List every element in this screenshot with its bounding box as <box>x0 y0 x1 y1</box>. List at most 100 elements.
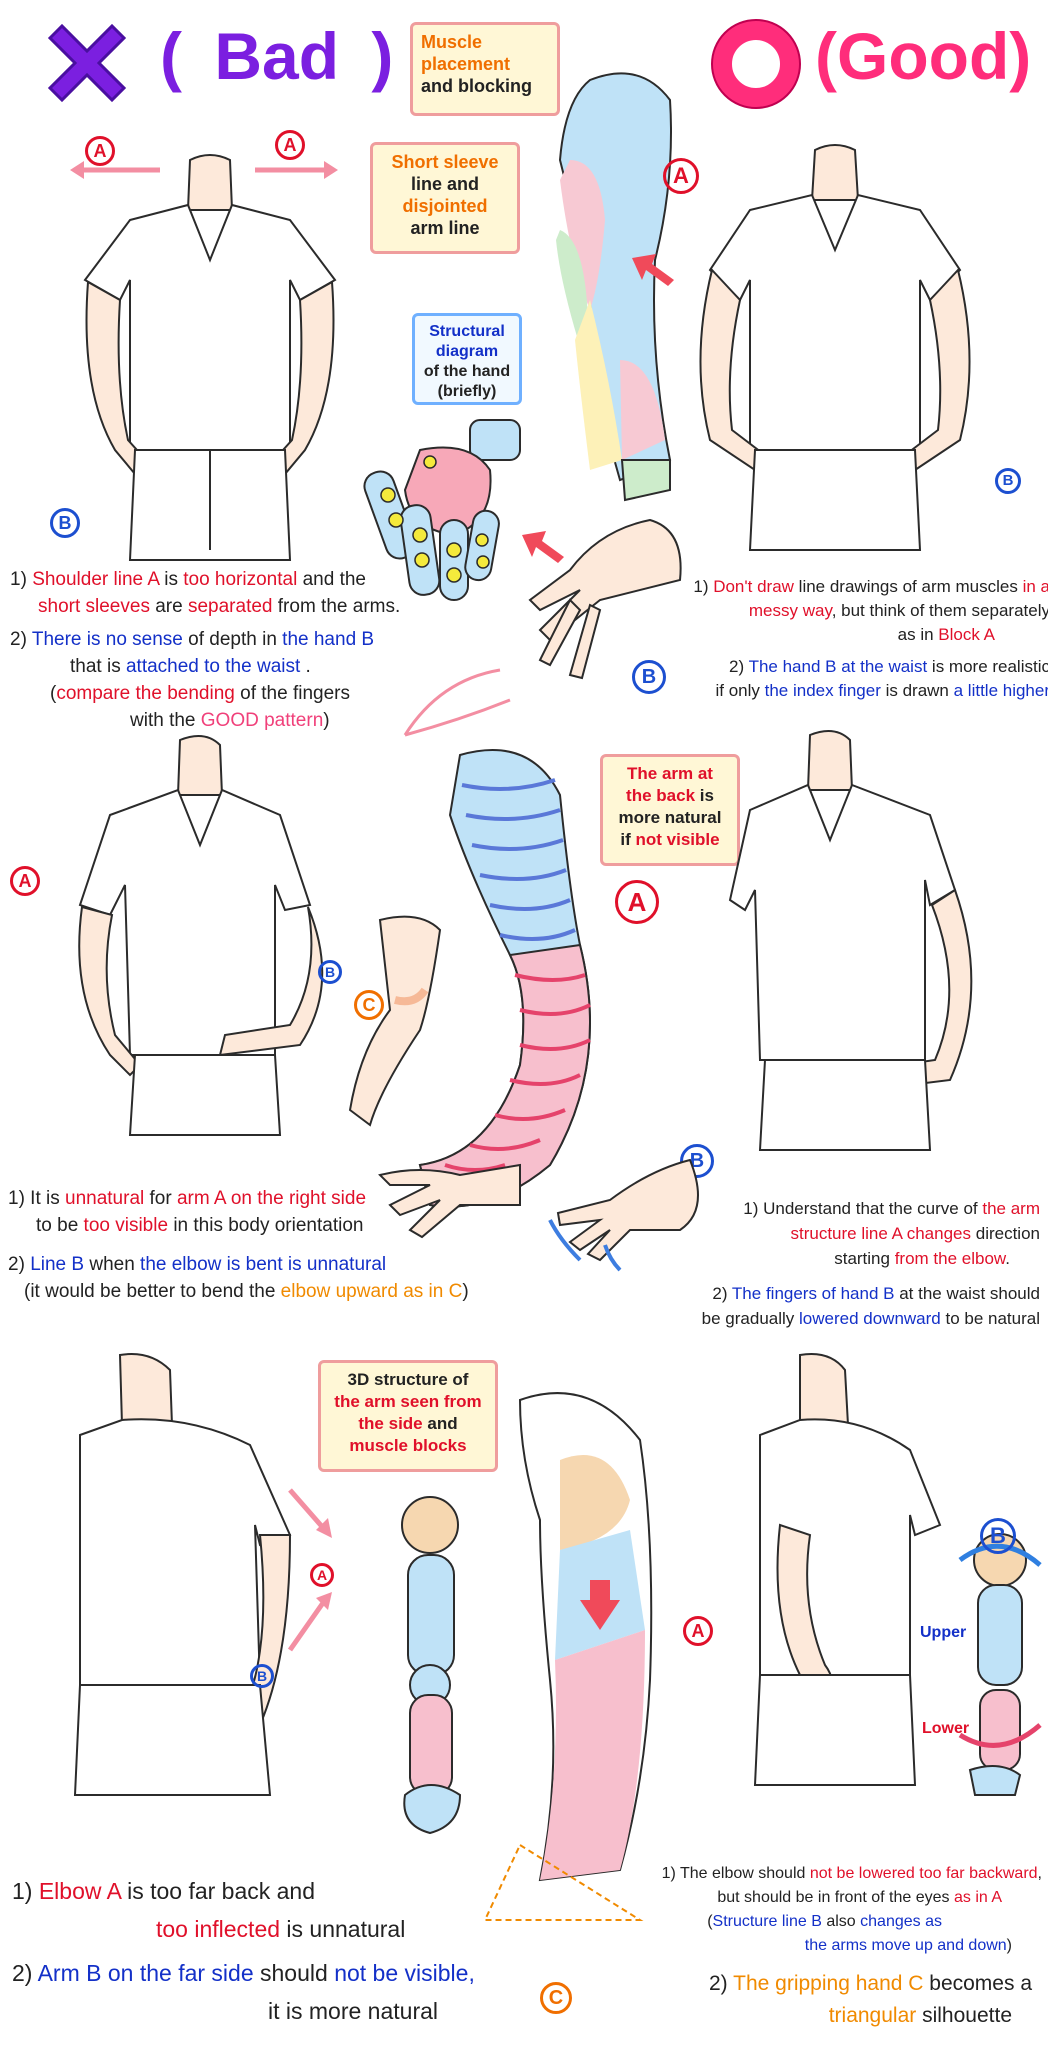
elbow-arrows-row3 <box>287 1488 332 1652</box>
bad-hand-fingers-sketch <box>378 1163 521 1239</box>
row2-bad-note2b: (it would be better to bend the elbow up… <box>24 1281 469 1302</box>
bad-paren-open: ( <box>160 19 182 93</box>
row2-good-notes: 1) Understand that the curve of the arm … <box>680 1196 1040 1331</box>
callout-3d-line3: the side and <box>358 1414 458 1433</box>
upper-label: Upper <box>920 1624 967 1641</box>
bad-cross-icon <box>47 23 127 103</box>
callout-back-line1: The arm at <box>627 764 713 783</box>
callout-hand-line3: of the hand <box>423 363 511 380</box>
label-b-badge-bad-row1: B <box>50 508 80 538</box>
shoulder-line-arrows <box>70 161 338 179</box>
good-paren-close: ) <box>1009 19 1032 93</box>
label-c-badge-row3: C <box>540 1982 572 2014</box>
row3-bad-note1b: too inflected is unnatural <box>156 1916 406 1942</box>
callout-hand-line2: diagram <box>435 343 499 360</box>
row2-bad-note2: 2) Line B when the elbow is bent is unna… <box>8 1254 387 1275</box>
row3-good-note2: 2) The gripping hand C becomes a <box>709 1972 1032 1995</box>
row1-bad-note1: 1) Shoulder line A is too horizontal and… <box>10 569 366 590</box>
row3-good-note2b: triangular silhouette <box>828 2004 1012 2027</box>
callout-back-line4: if not visible <box>620 830 720 849</box>
row3-good-notes: 1) The elbow should not be lowered too f… <box>620 1862 1042 2032</box>
bad-torso-front-illustration <box>83 154 337 561</box>
callout-muscle-line3: and blocking <box>421 76 533 96</box>
label-a-badge-good-row3: A <box>683 1616 713 1646</box>
callout-muscle-placement: Muscle placement and blocking <box>410 22 560 116</box>
label-b-badge-good-row3: B <box>980 1518 1016 1554</box>
label-b-badge-bad-row3: B <box>250 1664 274 1688</box>
callout-sleeve-line3: disjointed <box>402 196 488 216</box>
callout-back-arm: The arm at the back is more natural if n… <box>600 754 740 866</box>
good-hand-fingers-sketch <box>548 1158 699 1272</box>
callout-3d-line1: 3D structure of <box>347 1370 469 1389</box>
hand-arrow <box>522 531 564 563</box>
row2-bad-note1: 1) It is unnatural for arm A on the righ… <box>8 1188 367 1209</box>
good-circle-icon <box>711 19 801 109</box>
row1-good-note2b: if only the index finger is drawn a litt… <box>715 681 1048 700</box>
label-b-badge-good-row1: B <box>995 468 1021 494</box>
row2-good-note1: 1) Understand that the curve of the arm <box>743 1199 1040 1218</box>
callout-sleeve-line2: line and <box>410 174 479 194</box>
arm-muscle-block-diagram <box>556 72 672 502</box>
label-a-badge-structure: A <box>615 880 659 924</box>
row2-good-note1b: structure line A changes direction <box>790 1224 1041 1243</box>
row3-bad-note2: 2) Arm B on the far side should not be v… <box>12 1960 475 1986</box>
label-a-badge-bad-row2: A <box>10 866 40 896</box>
row3-good-note1d: the arms move up and down) <box>804 1937 1012 1954</box>
bad-paren-close: ) <box>371 19 394 93</box>
waist-hand-sketch <box>528 518 682 680</box>
row3-bad-note1: 1) Elbow A is too far back and <box>12 1878 316 1904</box>
callout-back-line2: the back is <box>626 786 714 805</box>
compare-arrows <box>403 668 511 737</box>
callout-muscle-line1: Muscle <box>421 32 483 52</box>
callout-3d-structure: 3D structure of the arm seen from the si… <box>318 1360 498 1472</box>
row2-bad-note1b: to be too visible in this body orientati… <box>36 1215 364 1236</box>
row1-good-note1: 1) Don't draw line drawings of arm muscl… <box>693 577 1048 596</box>
row1-bad-note2b: that is attached to the waist . <box>70 656 311 677</box>
row2-bad-notes: 1) It is unnatural for arm A on the righ… <box>8 1185 478 1305</box>
callout-sleeve-line4: arm line <box>410 218 480 238</box>
muscle-arrow <box>632 254 674 286</box>
label-a-badge-right: A <box>275 130 305 160</box>
arm-rotation-diagram <box>958 1533 1042 1796</box>
row3-good-note1: 1) The elbow should not be lowered too f… <box>661 1865 1042 1882</box>
bad-torso-side-illustration <box>78 735 324 1136</box>
label-a-badge-left: A <box>85 136 115 166</box>
good-torso-side-illustration <box>728 730 973 1151</box>
label-c-badge-row2: C <box>354 990 384 1020</box>
row1-bad-notes: 1) Shoulder line A is too horizontal and… <box>10 566 430 734</box>
row2-good-note2b: be gradually lowered downward to be natu… <box>701 1309 1040 1328</box>
grip-triangle-outline <box>483 1843 644 1921</box>
label-a-badge-muscle: A <box>663 158 699 194</box>
row3-bad-note2b: it is more natural <box>268 1998 439 2024</box>
callout-hand-line4: (briefly) <box>437 383 497 400</box>
callout-hand-structure: Structural diagram of the hand (briefly) <box>412 313 522 405</box>
callout-short-sleeve: Short sleeve line and disjointed arm lin… <box>370 142 520 254</box>
lower-label: Lower <box>922 1720 970 1737</box>
row1-bad-note2d: with the GOOD pattern) <box>130 710 330 731</box>
elbow-up-sketch <box>348 915 442 1127</box>
row1-good-note1c: as in Block A <box>897 625 995 644</box>
callout-sleeve-line1: Short sleeve <box>391 152 499 172</box>
good-torso-front-illustration <box>699 144 971 551</box>
row1-good-note2: 2) The hand B at the waist is more reali… <box>729 657 1048 676</box>
row3-bad-notes: 1) Elbow A is too far back and too infle… <box>12 1872 482 2030</box>
good-paren-open: ( <box>815 19 837 93</box>
callout-back-line3: more natural <box>618 808 722 827</box>
label-b-badge-bad-row2: B <box>318 960 342 984</box>
good-heading: (Good) <box>815 18 1031 94</box>
row2-good-note1c: starting from the elbow. <box>834 1249 1010 1268</box>
row1-good-note1b: messy way, but think of them separately <box>748 601 1048 620</box>
callout-3d-line4: muscle blocks <box>349 1436 467 1455</box>
bad-label: Bad <box>214 19 340 93</box>
row3-good-note1c: (Structure line B also changes as <box>707 1913 942 1930</box>
row1-bad-note2: 2) There is no sense of depth in the han… <box>10 629 375 650</box>
callout-muscle-line2: placement <box>421 54 511 74</box>
good-torso-profile-illustration <box>753 1353 942 1786</box>
callout-3d-line2: the arm seen from <box>334 1392 482 1411</box>
row1-bad-note2c: (compare the bending of the fingers <box>50 683 350 704</box>
row3-good-note1b: but should be in front of the eyes as in… <box>717 1889 1002 1906</box>
row1-good-notes: 1) Don't draw line drawings of arm muscl… <box>680 575 1048 703</box>
row2-good-note2: 2) The fingers of hand B at the waist sh… <box>712 1284 1040 1303</box>
label-a-badge-bad-row3: A <box>310 1563 334 1587</box>
hand-structure-diagram <box>363 419 521 601</box>
